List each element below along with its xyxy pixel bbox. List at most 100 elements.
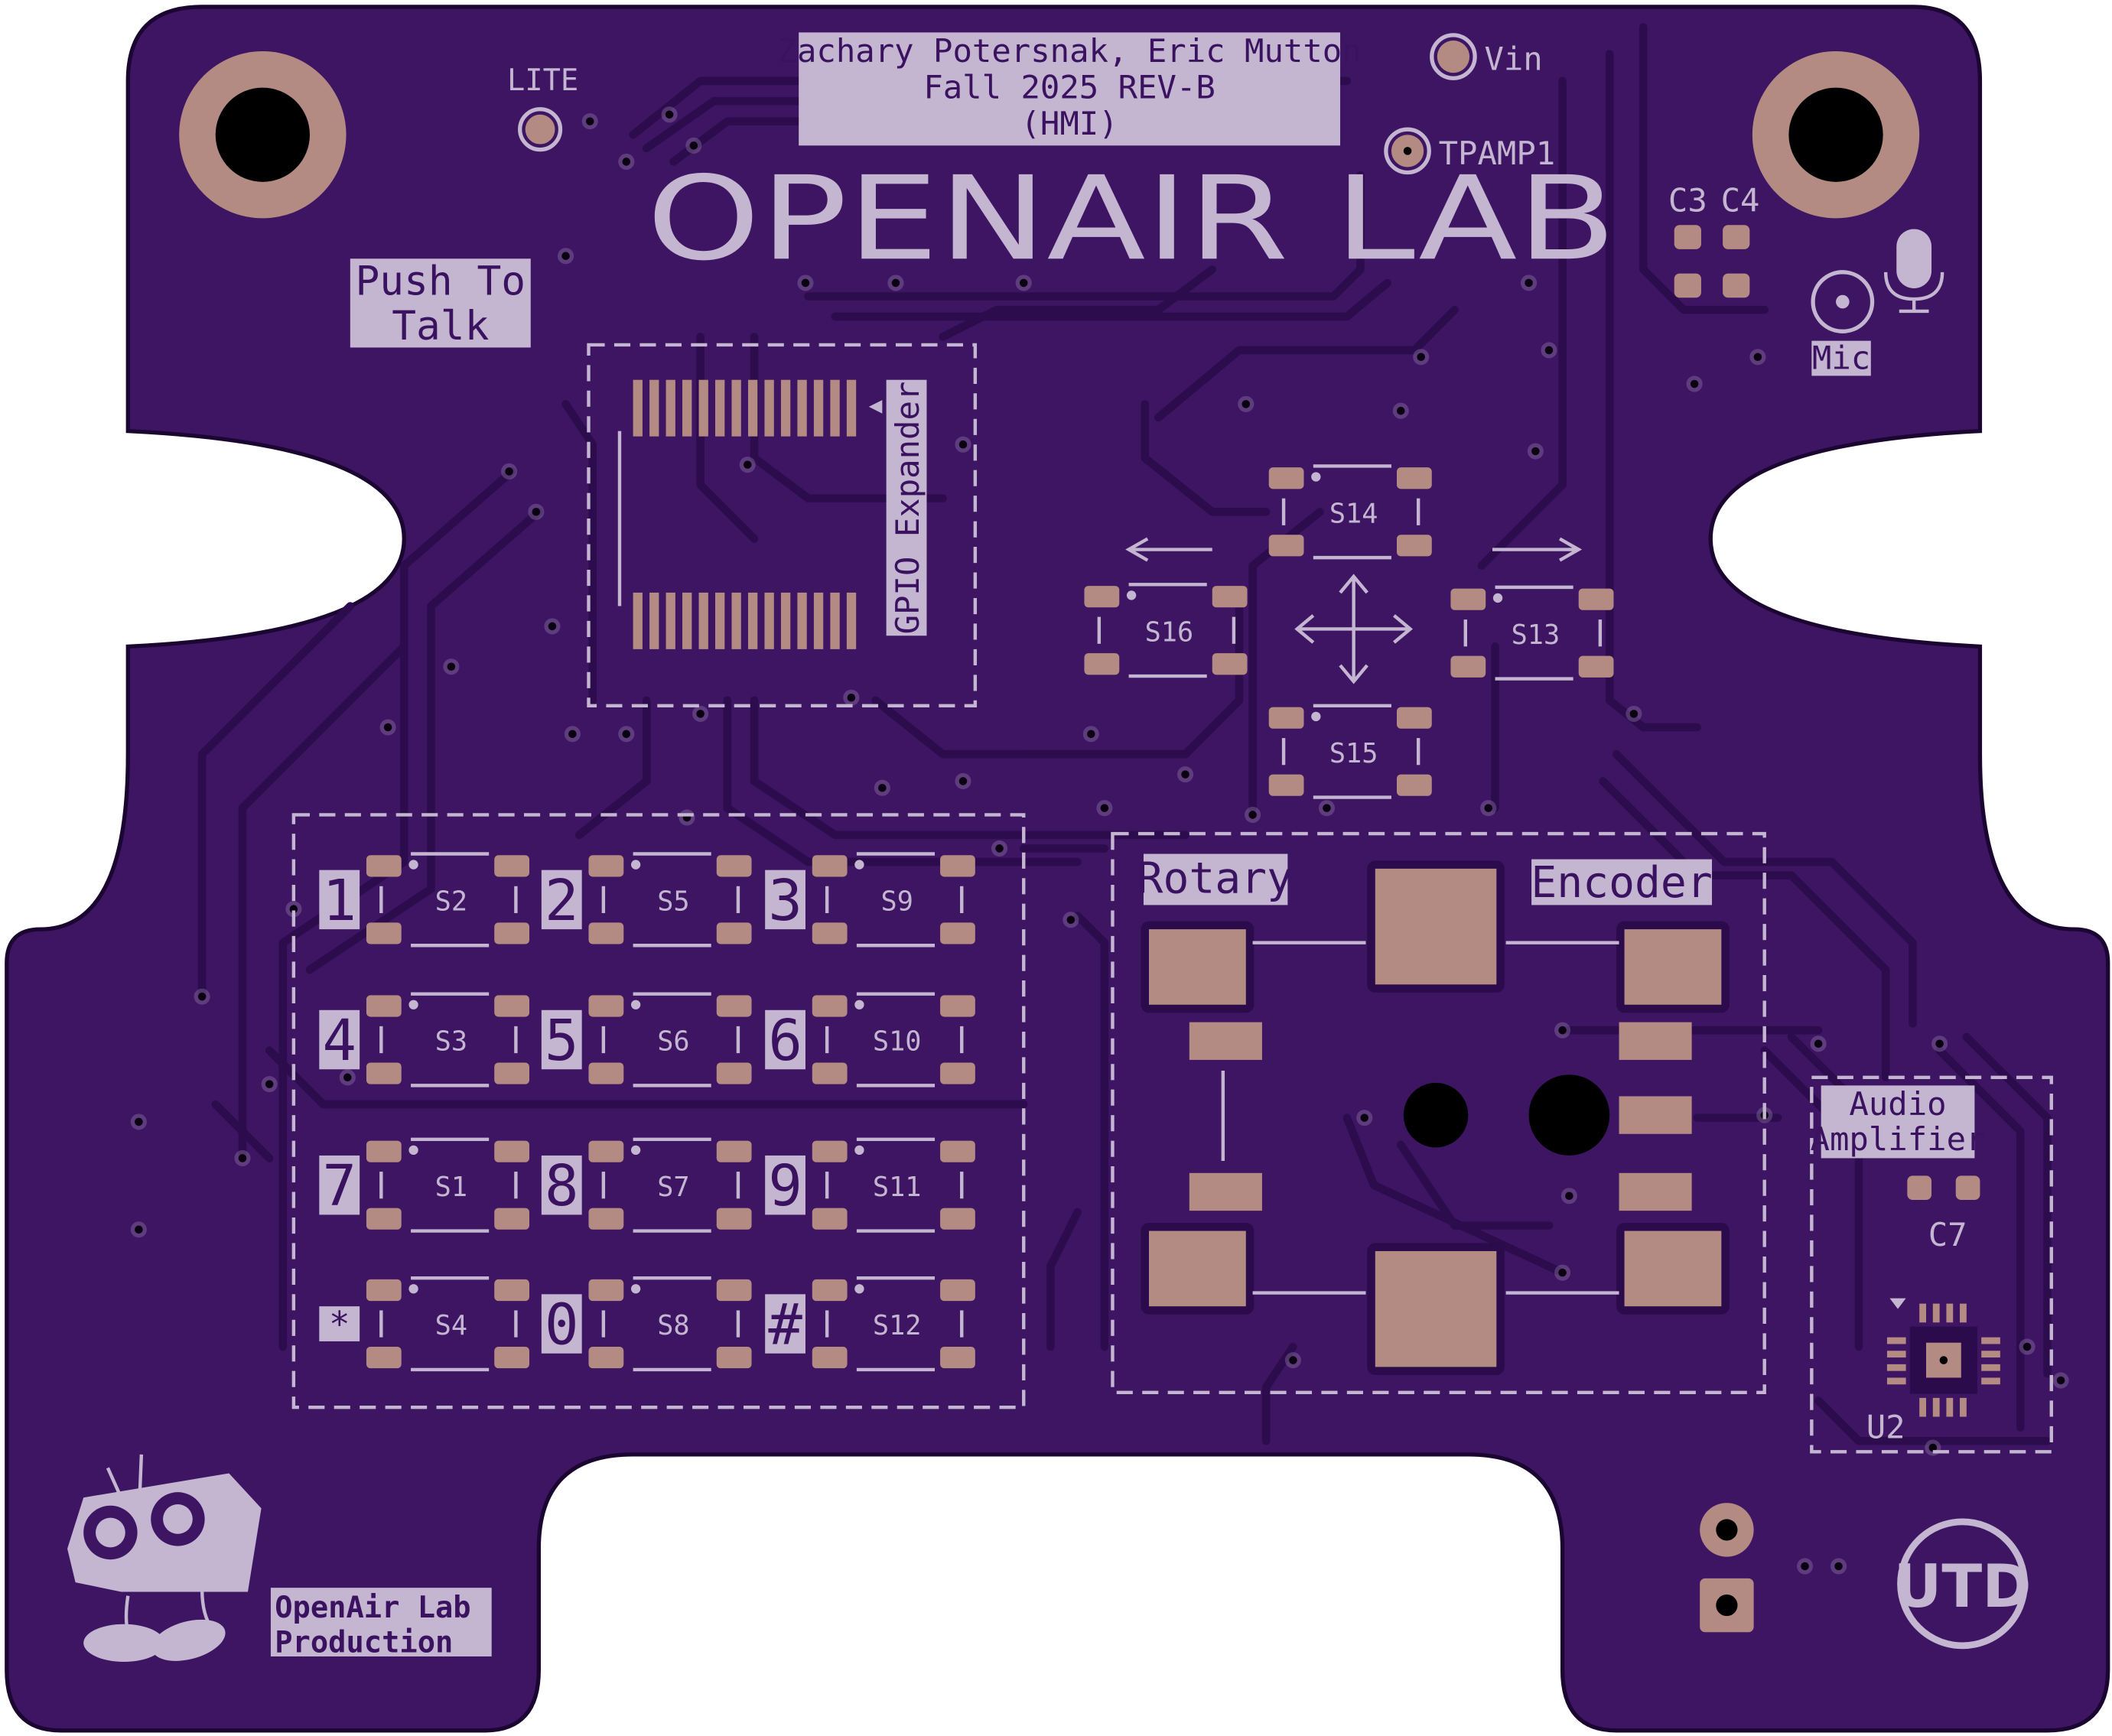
- gpio-pin-pad: [698, 592, 708, 649]
- keypad-outline: [291, 813, 1026, 1409]
- switch-pad: [1084, 586, 1120, 608]
- via-hole: [1629, 710, 1639, 718]
- capacitor-pad: [1723, 273, 1750, 298]
- u2-thermal-via: [1939, 1356, 1948, 1364]
- key-label: 9: [768, 1153, 802, 1219]
- mascot-shoe: [151, 1619, 226, 1661]
- switch-pad: [494, 1062, 530, 1084]
- via-hole: [135, 1117, 143, 1126]
- u2-pin: [1981, 1351, 2000, 1358]
- via-hole: [958, 440, 968, 449]
- u2-pin: [1932, 1397, 1940, 1417]
- keypad-switch: S3: [366, 992, 530, 1087]
- switch-pad: [1084, 653, 1120, 675]
- pin1-dot: [408, 1284, 418, 1294]
- switch-pad: [812, 1279, 848, 1302]
- switch-label: S7: [657, 1172, 689, 1203]
- via-hole: [1690, 379, 1699, 388]
- pin1-dot: [854, 860, 864, 870]
- encoder-pad: [1624, 1230, 1722, 1307]
- via-hole: [1525, 278, 1533, 288]
- via-hole: [689, 141, 698, 150]
- switch-pad: [366, 1062, 402, 1084]
- trace: [1342, 1113, 1567, 1277]
- via-hole: [665, 110, 674, 119]
- switch-label: S8: [657, 1310, 689, 1341]
- via-hole: [505, 467, 513, 476]
- u2-pin: [1932, 1303, 1940, 1323]
- via-hole: [696, 710, 705, 718]
- vin-testpoint-ring: [1430, 33, 1477, 80]
- switch-pad: [940, 1208, 975, 1230]
- title-block: [799, 32, 1341, 146]
- gpio-pin-pad: [846, 379, 857, 437]
- pin1-dot: [408, 1000, 418, 1009]
- pin1-dot: [854, 1145, 864, 1156]
- switch-pad: [812, 922, 848, 944]
- switch-pad: [1450, 588, 1486, 610]
- via-hole: [1544, 346, 1554, 355]
- switch-label: S2: [435, 886, 467, 917]
- gpio-pin-pad: [813, 592, 824, 649]
- switch-pad: [716, 1062, 752, 1084]
- switch-pad: [940, 1346, 975, 1369]
- via-hole: [265, 1080, 274, 1088]
- switch-pad: [716, 1346, 752, 1369]
- switch-pad: [588, 1346, 624, 1369]
- copper-traces: [197, 23, 2052, 1445]
- via-hole: [1100, 804, 1109, 812]
- switch-pad: [588, 995, 624, 1017]
- trace: [939, 265, 1217, 341]
- gpio-pin-pad: [649, 592, 659, 649]
- switch-pad: [1578, 655, 1614, 678]
- vin-testpoint-pad: [1437, 40, 1470, 73]
- openair-lab-logo-text: OPENAIR LAB: [646, 151, 1616, 286]
- switch-pad: [494, 1279, 530, 1302]
- arrow-right-icon: [1492, 537, 1583, 562]
- c7-pad: [1955, 1175, 1980, 1201]
- gpio-pin-pad: [633, 592, 643, 649]
- trace: [1046, 1208, 1082, 1351]
- switch-pad: [1212, 653, 1248, 675]
- c3-label: C3: [1668, 182, 1707, 219]
- pin1-dot: [630, 860, 641, 870]
- trace: [561, 400, 597, 705]
- gpio-pin-pad: [747, 592, 758, 649]
- via-hole: [1814, 1039, 1823, 1048]
- trace: [1612, 749, 1917, 1028]
- gpio-pin-pad: [731, 592, 741, 649]
- switch-label: S1: [435, 1172, 467, 1203]
- switch-label: S14: [1329, 498, 1378, 529]
- trace: [1599, 777, 1890, 1082]
- keypad-switch: S9: [812, 852, 975, 948]
- switch-label: S13: [1512, 619, 1560, 651]
- via-hole: [1066, 915, 1076, 925]
- trace: [1141, 400, 1271, 516]
- keypad-switch: S11: [812, 1137, 975, 1233]
- lite-label: LITE: [507, 63, 578, 98]
- switch-pad: [940, 995, 975, 1017]
- title-line: (HMI): [1021, 105, 1118, 142]
- u2-pin: [1981, 1364, 2000, 1371]
- switch-pad: [366, 922, 402, 944]
- switch-pad: [716, 855, 752, 877]
- microphone-icon: [1896, 229, 1932, 288]
- u2-pin: [1886, 1337, 1906, 1344]
- switch-pad: [812, 1062, 848, 1084]
- nav-switch-right: S13: [1450, 585, 1614, 681]
- via-hole: [1248, 811, 1257, 819]
- keypad-switch: S4: [366, 1276, 530, 1372]
- pin1-dot: [630, 1145, 641, 1156]
- trace: [1477, 76, 1567, 570]
- via-hole: [585, 117, 594, 125]
- switch-label: S16: [1145, 616, 1194, 648]
- switch-pad: [940, 1062, 975, 1084]
- via-hole: [743, 460, 752, 469]
- switch-pad: [812, 1140, 848, 1162]
- capacitor-pad: [1674, 273, 1701, 298]
- microphone-icon-stand: [1883, 271, 1944, 314]
- switch-label: S9: [881, 886, 913, 917]
- via-hole: [958, 777, 968, 785]
